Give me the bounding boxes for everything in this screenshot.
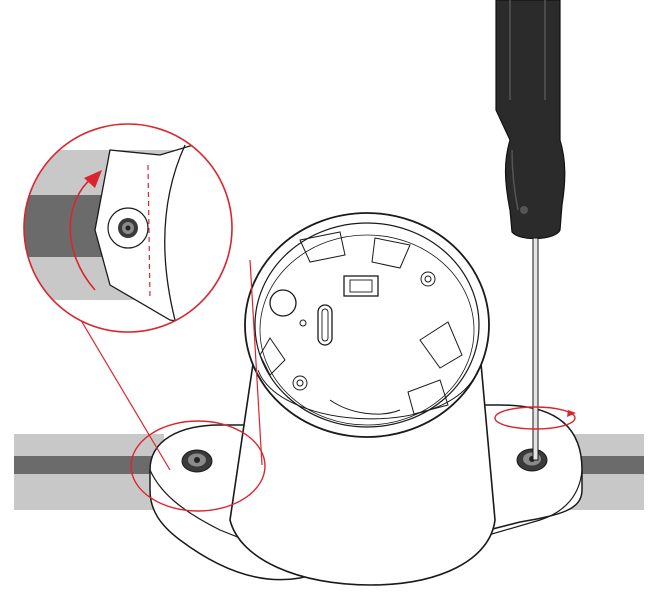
rotation-arrow-detail — [69, 170, 102, 291]
camera-mount-housing — [229, 212, 496, 586]
rotation-arrow-screwdriver — [494, 406, 576, 430]
screw-right — [516, 448, 548, 472]
detail-magnifier — [23, 123, 266, 512]
rail-left — [14, 434, 164, 510]
screwdriver — [495, 0, 566, 461]
screw-left — [181, 449, 213, 473]
